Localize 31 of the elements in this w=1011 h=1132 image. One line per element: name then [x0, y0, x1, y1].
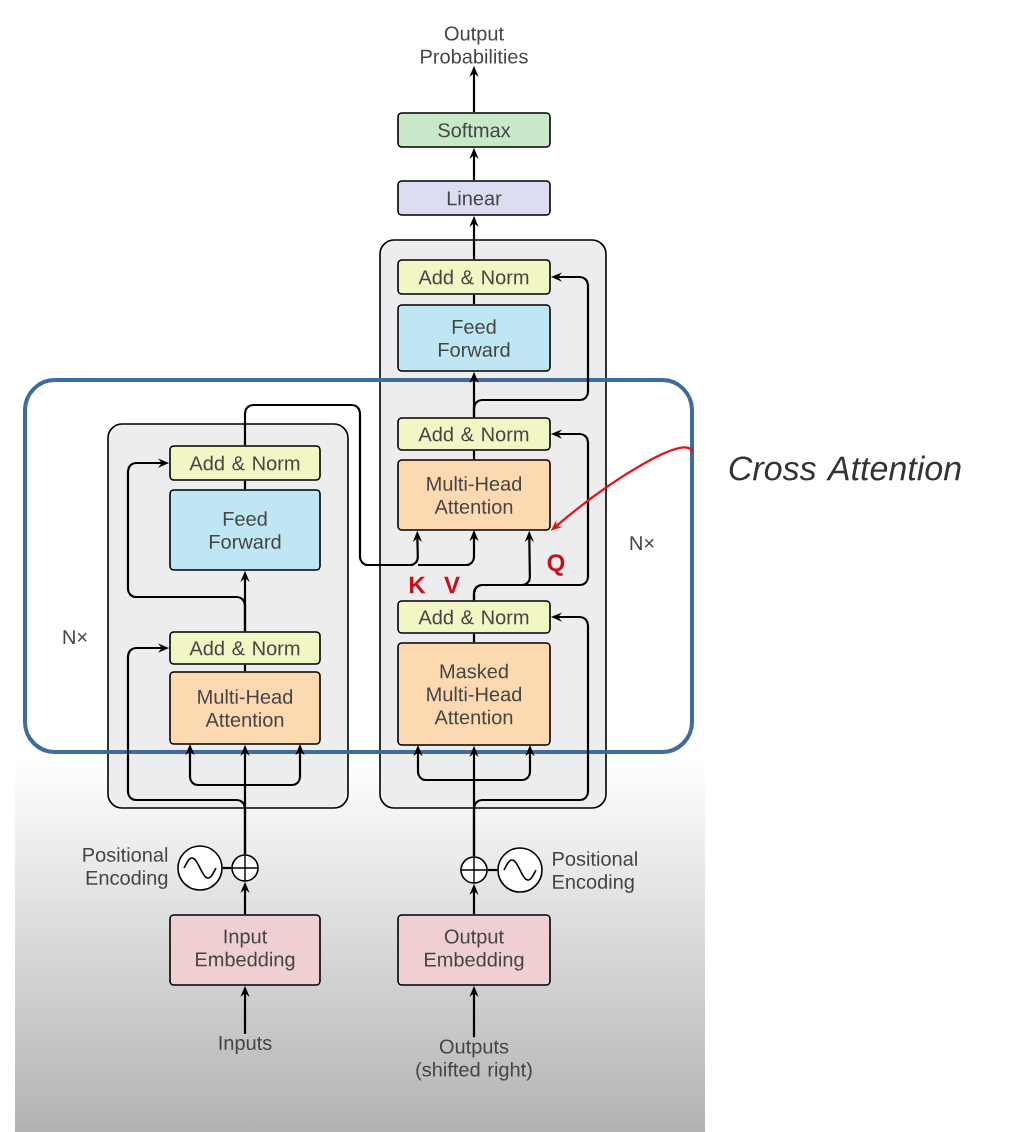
add-norm-box: Add & Norm	[397, 600, 551, 634]
encoding-label: Positional Encoding	[83, 847, 168, 889]
attention-box: Multi-Head Attention	[397, 459, 551, 531]
add-norm-box: Add & Norm	[397, 259, 551, 295]
encoding-circle	[497, 847, 543, 893]
callout-text: Cross Attention	[729, 455, 961, 481]
encoding-circle	[177, 845, 223, 891]
feed-forward-box: Feed Forward	[169, 489, 321, 571]
port-label: Q	[547, 554, 565, 576]
add-norm-box: Add & Norm	[169, 445, 321, 481]
adder-circle	[231, 854, 259, 882]
embedding-box: Output Embedding	[397, 914, 551, 986]
repeat-count-label: N×	[630, 536, 654, 550]
arrow	[126, 643, 247, 855]
arrow	[126, 458, 247, 632]
port-label: V	[444, 576, 460, 594]
add-norm-box: Add & Norm	[169, 631, 321, 665]
softmax-box: Softmax	[397, 112, 551, 148]
embedding-box: Input Embedding	[169, 914, 321, 986]
attention-box: Multi-Head Attention	[169, 671, 321, 745]
io-label: Output Probabilities	[421, 26, 528, 64]
adder-circle	[460, 856, 488, 884]
attention-box: Masked Multi-Head Attention	[397, 642, 551, 746]
port-label: K	[409, 576, 426, 594]
io-label: Inputs	[219, 1036, 272, 1054]
linear-box: Linear	[397, 180, 551, 216]
repeat-count-label: N×	[63, 630, 87, 644]
add-norm-box: Add & Norm	[397, 417, 551, 451]
io-label: Outputs (shifted right)	[416, 1039, 532, 1081]
encoding-label: Positional Encoding	[553, 851, 637, 893]
feed-forward-box: Feed Forward	[397, 304, 551, 372]
